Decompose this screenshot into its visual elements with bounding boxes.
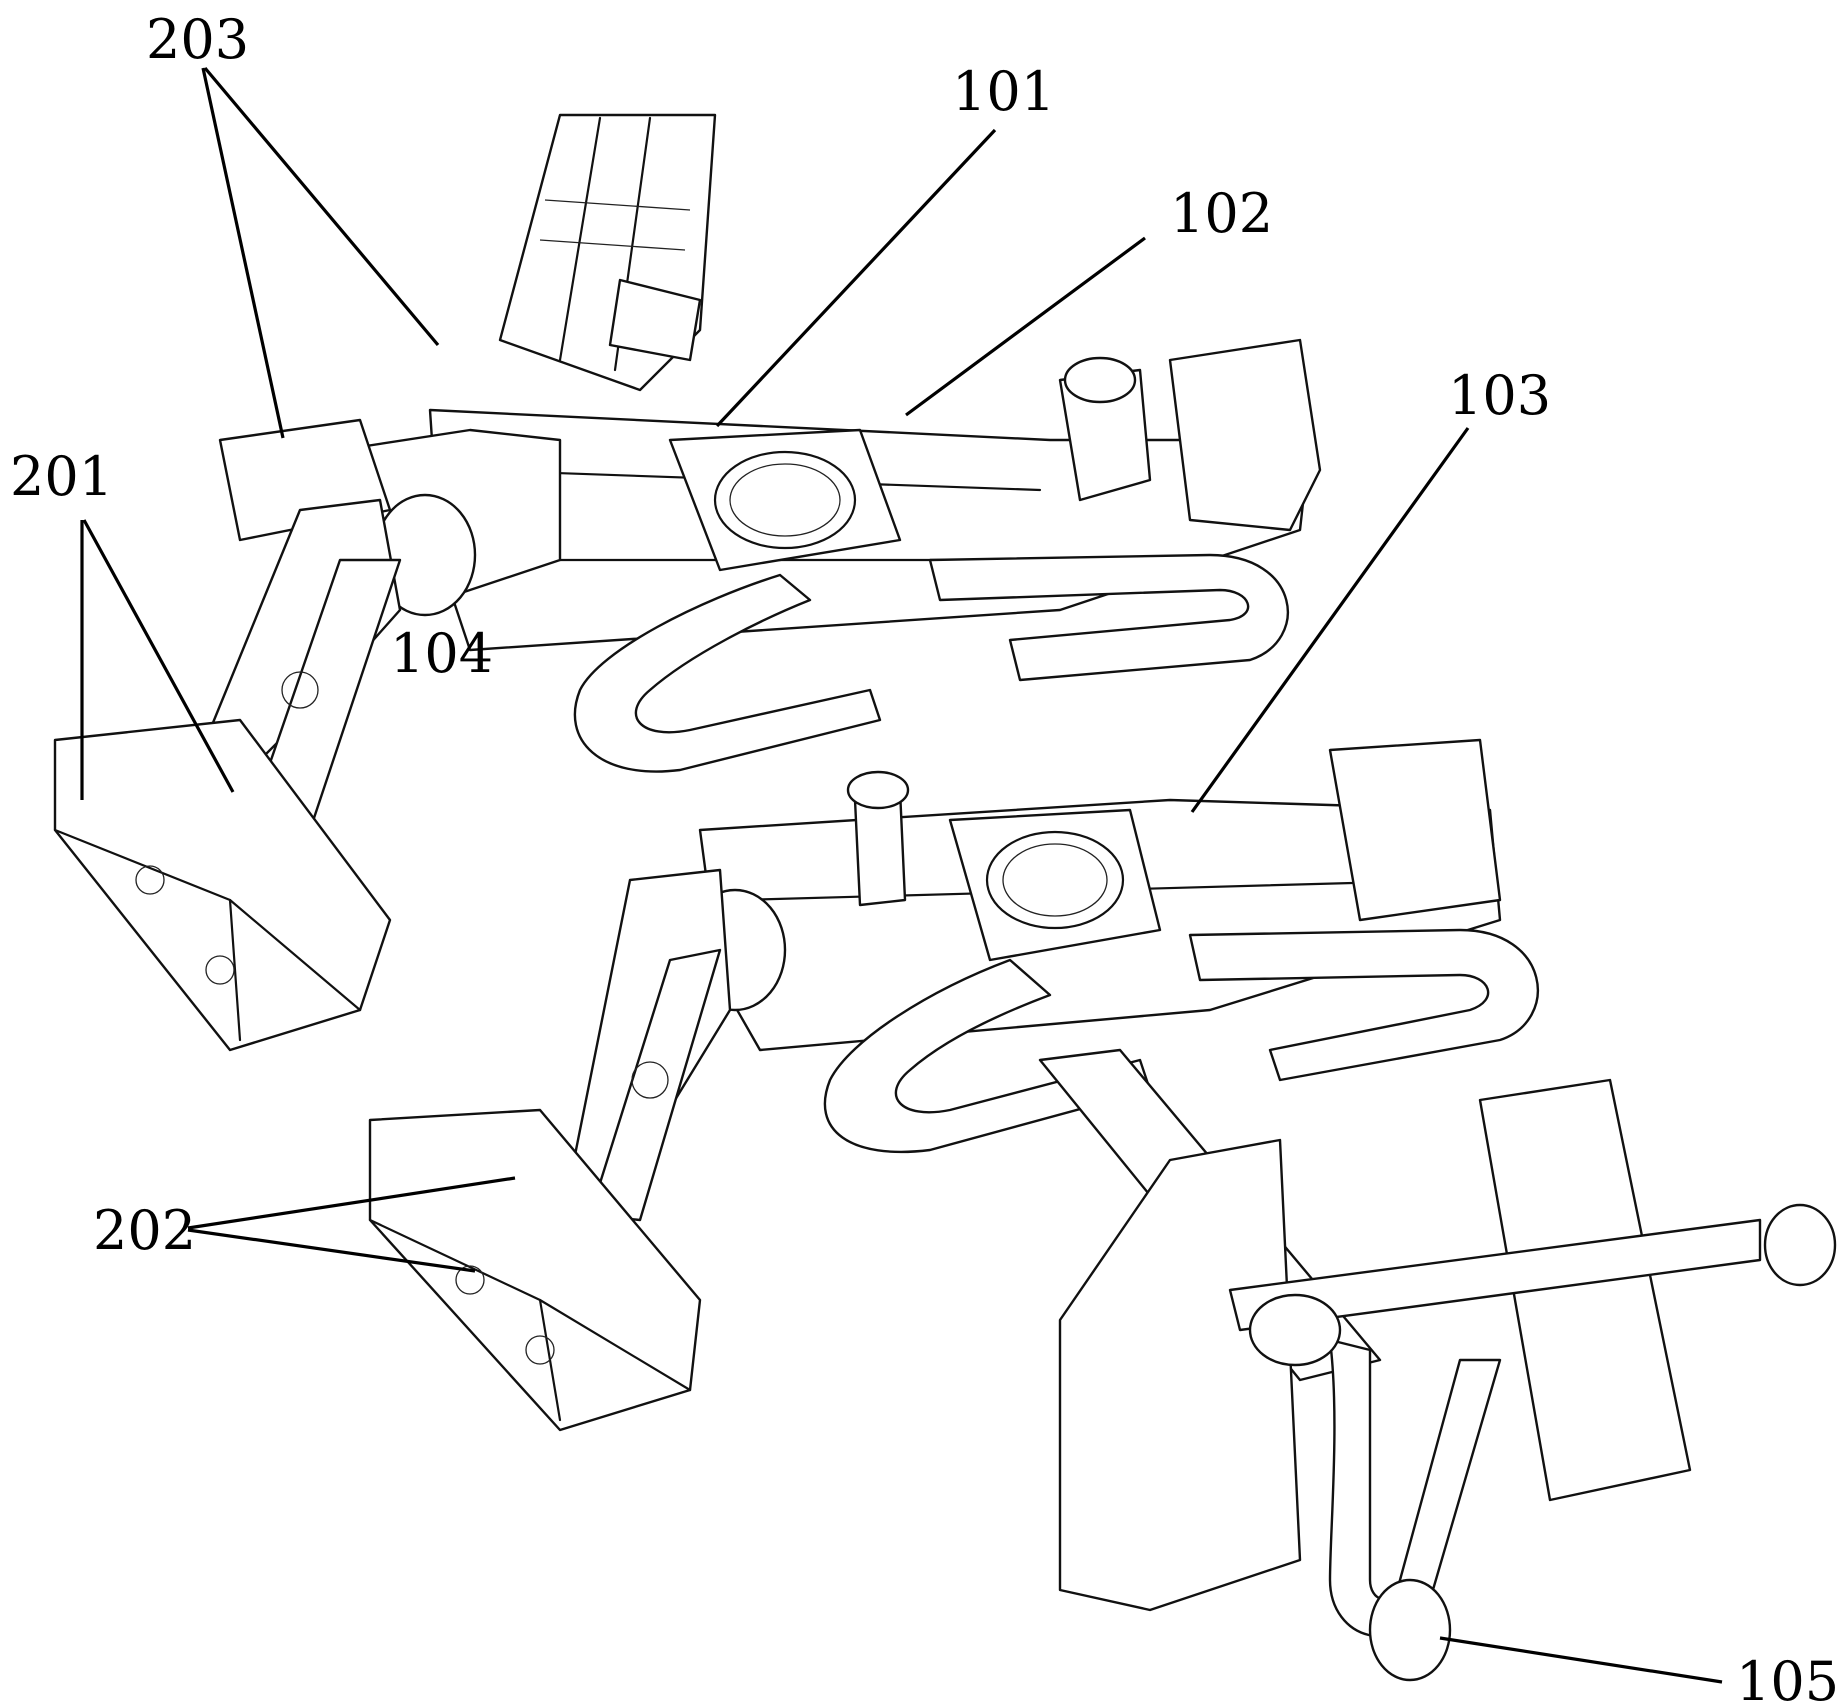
label-203: 203 [146,8,249,71]
label-201: 201 [10,445,113,508]
leader-201b [82,519,235,793]
labels: 203 201 101 102 103 104 202 105 [10,8,1839,1706]
leader-203b [203,66,440,347]
left-upper-leg [53,498,402,1052]
label-101: 101 [952,60,1055,123]
label-103: 103 [1448,364,1551,427]
label-202: 202 [93,1199,196,1262]
label-102: 102 [1170,182,1273,245]
leader-202b [187,1228,476,1273]
label-104: 104 [390,622,493,685]
leader-103 [1190,427,1470,813]
upper-body-module [218,113,1322,773]
leader-105 [1439,1636,1723,1684]
label-105: 105 [1736,1650,1839,1706]
rear-section [1038,1048,1837,1682]
lower-body-module [683,738,1539,1154]
left-lower-leg [368,868,732,1432]
leader-lines [80,66,1723,1684]
leader-202a [187,1176,516,1230]
leader-203a [201,67,285,439]
leader-101 [715,128,997,428]
leader-102 [905,236,1146,417]
